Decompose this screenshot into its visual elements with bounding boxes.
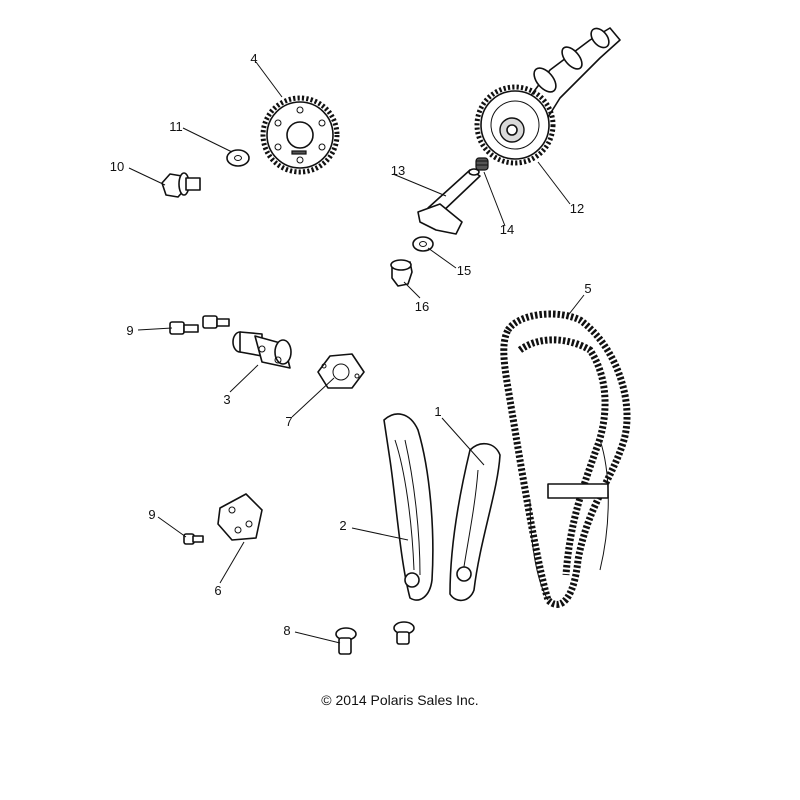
callout-1: 1: [434, 404, 441, 419]
callout-5: 5: [584, 281, 591, 296]
chain-guide-tensioner-side-part: [383, 413, 434, 601]
callout-3: 3: [223, 392, 230, 407]
callout-11: 11: [169, 119, 183, 134]
flange-bolt-part: [161, 172, 201, 198]
bolt-upper-right-part: [202, 315, 230, 329]
callout-6: 6: [214, 583, 221, 598]
copyright-notice: © 2014 Polaris Sales Inc.: [321, 692, 479, 708]
callout-12: 12: [570, 201, 584, 216]
bushing-part: [390, 259, 413, 287]
guide-bolt-left-part: [335, 627, 357, 655]
callout-2: 2: [339, 518, 346, 533]
cam-chain-part: [500, 310, 631, 608]
decompressor-shaft-part: [417, 168, 481, 235]
tensioner-gasket-part: [317, 353, 365, 389]
callout-9-lower: 9: [148, 507, 155, 522]
bolt-lower-part: [183, 533, 204, 545]
washer-part: [226, 149, 250, 167]
callout-16: 16: [415, 299, 429, 314]
callout-13: 13: [391, 163, 405, 178]
guide-bolt-right-part: [393, 621, 415, 645]
chain-guide-fixed-part: [449, 442, 501, 602]
small-washer-part: [412, 236, 434, 252]
leader-lines: [128, 61, 585, 644]
callout-4: 4: [250, 51, 257, 66]
bolt-upper-left-part: [169, 321, 199, 335]
callout-10: 10: [110, 159, 124, 174]
callout-14: 14: [500, 222, 514, 237]
callout-15: 15: [457, 263, 471, 278]
cam-sprocket-part: [260, 95, 340, 175]
chain-tensioner-part: [232, 331, 292, 369]
callout-9-upper: 9: [126, 323, 133, 338]
spring-part: [475, 157, 489, 171]
callout-7: 7: [285, 414, 292, 429]
camshaft-assembly-part: [474, 27, 621, 166]
callout-8: 8: [283, 623, 290, 638]
guide-plate-part: [217, 493, 263, 541]
